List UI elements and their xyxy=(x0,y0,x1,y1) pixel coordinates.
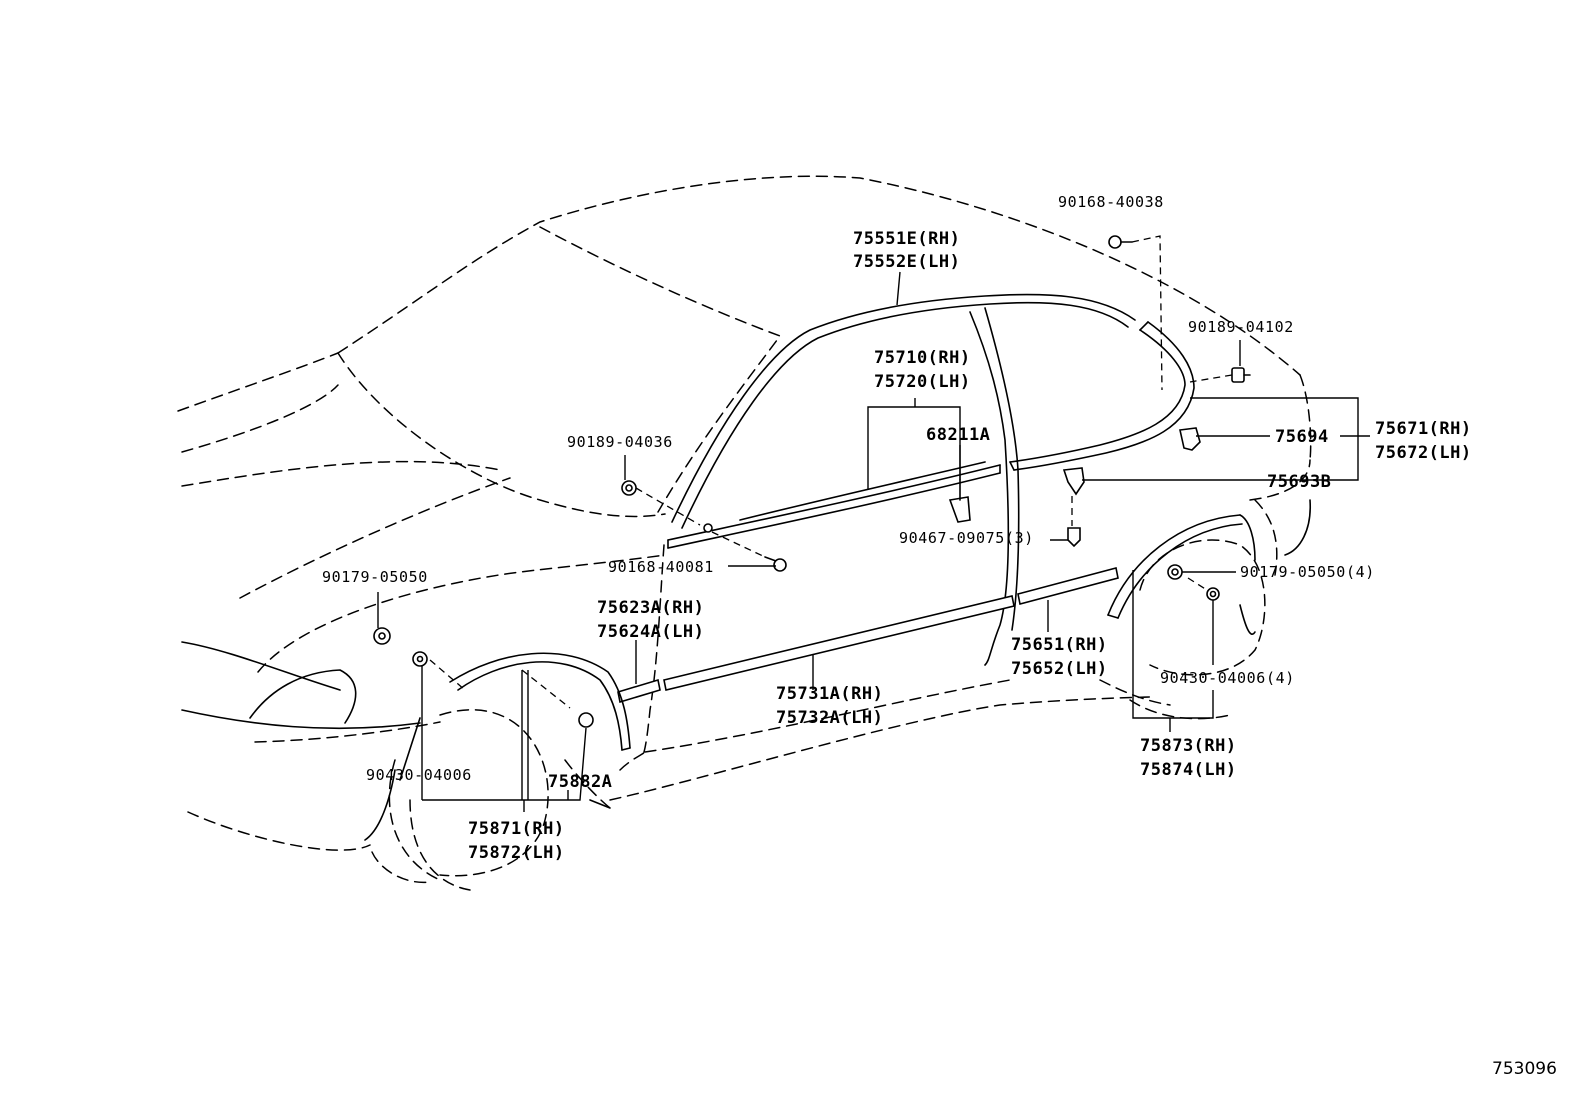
label-75652: 75652(LH) xyxy=(1011,659,1108,679)
label-75731a: 75731A(RH) xyxy=(776,684,883,704)
label-90430-04006-left: 90430-04006 xyxy=(366,766,472,784)
label-75720: 75720(LH) xyxy=(874,372,971,392)
label-75552e: 75552E(LH) xyxy=(853,252,960,272)
car-body-outline xyxy=(177,175,1312,891)
clip-90189-04036 xyxy=(621,480,637,496)
washer-90430-04006-left xyxy=(412,651,428,667)
label-75671: 75671(RH) xyxy=(1375,419,1472,439)
screw-90168-40038 xyxy=(1108,235,1133,249)
label-90179-05050-right: 90179-05050(4) xyxy=(1240,563,1375,581)
label-75874: 75874(LH) xyxy=(1140,760,1237,780)
clip-90467-09075 xyxy=(1067,527,1081,548)
label-75623a: 75623A(RH) xyxy=(597,598,704,618)
label-75872: 75872(LH) xyxy=(468,843,565,863)
label-75732a: 75732A(LH) xyxy=(776,708,883,728)
label-68211a: 68211A xyxy=(926,425,990,445)
moldings xyxy=(449,293,1256,751)
label-90430-04006-right: 90430-04006(4) xyxy=(1160,669,1295,687)
clip-75882a xyxy=(578,712,594,728)
screw-90168-40081 xyxy=(764,556,787,572)
label-90189-04036: 90189-04036 xyxy=(567,433,673,451)
diagram-code: 753096 xyxy=(1492,1059,1557,1079)
label-75694: 75694 xyxy=(1275,427,1329,447)
clip-75693b xyxy=(1062,467,1085,496)
label-90168-40081: 90168-40081 xyxy=(608,558,714,576)
labels: 90168-40038 75551E(RH) 75552E(LH) 90189-… xyxy=(322,193,1472,863)
label-75873: 75873(RH) xyxy=(1140,736,1237,756)
clip-75694 xyxy=(1179,427,1201,451)
fasteners xyxy=(373,235,1251,728)
label-75672: 75672(LH) xyxy=(1375,443,1472,463)
label-75624a: 75624A(LH) xyxy=(597,622,704,642)
label-75651: 75651(RH) xyxy=(1011,635,1108,655)
label-75882a: 75882A xyxy=(548,772,612,792)
label-90467-09075: 90467-09075(3) xyxy=(899,529,1034,547)
label-75551e: 75551E(RH) xyxy=(853,229,960,249)
leader-lines xyxy=(377,235,1370,812)
nut-90179-05050-left xyxy=(373,627,391,645)
label-75693b: 75693B xyxy=(1267,472,1331,492)
nut-90179-05050-right xyxy=(1167,564,1183,580)
washer-90430-04006-right xyxy=(1206,587,1220,601)
clip-90189-04102 xyxy=(1231,367,1251,383)
label-75710: 75710(RH) xyxy=(874,348,971,368)
label-90168-40038: 90168-40038 xyxy=(1058,193,1164,211)
label-90189-04102: 90189-04102 xyxy=(1188,318,1294,336)
label-75871: 75871(RH) xyxy=(468,819,565,839)
label-90179-05050-left: 90179-05050 xyxy=(322,568,428,586)
